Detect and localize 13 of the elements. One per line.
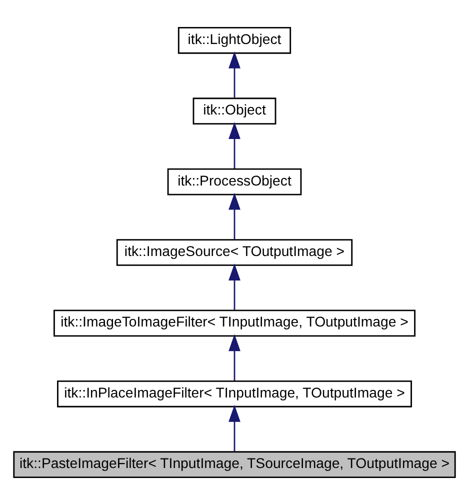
arrow	[228, 334, 240, 380]
arrow	[228, 262, 240, 310]
node-box: itk::ProcessObject	[167, 168, 302, 195]
node-box: itk::ImageToImageFilter< TInputImage, TOutputImage >	[54, 309, 416, 336]
node-box: itk::InPlaceImageFilter< TInputImage, TOutputImage >	[57, 380, 412, 407]
arrow	[228, 404, 240, 451]
arrow	[228, 50, 240, 98]
arrow	[228, 122, 240, 168]
arrow	[228, 192, 240, 239]
node-box: itk::Object	[192, 97, 276, 124]
node-box: itk::ImageSource< TOutputImage >	[116, 238, 353, 266]
node-box: itk::LightObject	[178, 26, 292, 54]
node-box: itk::PasteImageFilter< TInputImage, TSourceImage, TOutputImage >	[13, 450, 456, 478]
